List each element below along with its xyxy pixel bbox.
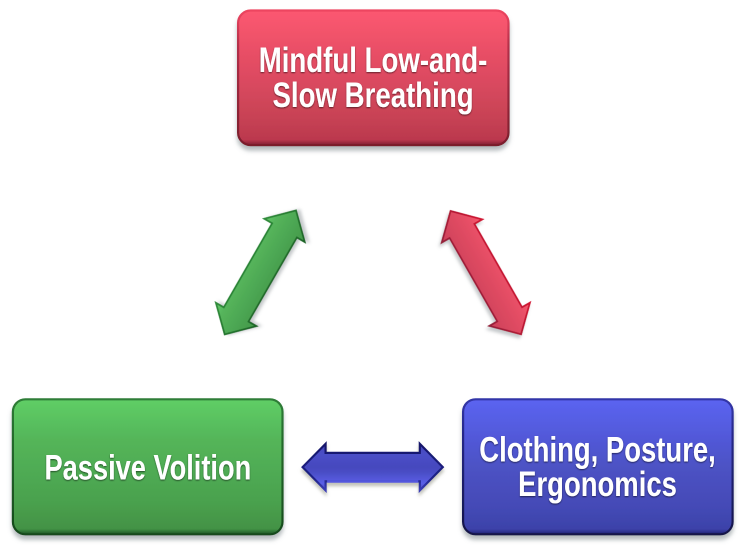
svg-text:Ergonomics: Ergonomics [518,465,677,504]
svg-text:Mindful Low-and-: Mindful Low-and- [259,40,488,80]
svg-text:Clothing, Posture,: Clothing, Posture, [479,430,716,469]
svg-text:Slow Breathing: Slow Breathing [272,75,473,115]
svg-text:Passive Volition: Passive Volition [45,448,252,487]
